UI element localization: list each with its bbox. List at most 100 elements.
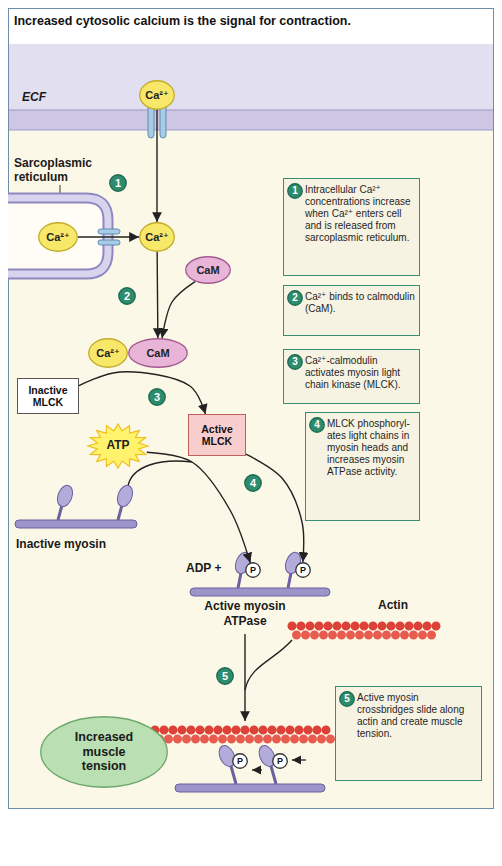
step-box: Intracellular Ca²⁺ concentrations increa… [283, 178, 420, 276]
myosin-neck [238, 573, 241, 588]
cell-membrane [9, 110, 493, 130]
structure-label: Inactive myosin [16, 537, 126, 552]
step-number-text: 3 [287, 354, 303, 370]
phosphate-circle: P [232, 753, 248, 769]
structure-label: Actin [378, 598, 438, 613]
step-number: 2 [287, 290, 303, 306]
calcium-ion-shape [140, 223, 175, 252]
calcium-ion-text: Ca²⁺ [139, 80, 175, 110]
phosphate-circle-text: P [295, 562, 311, 578]
myosin-head [55, 483, 76, 508]
callout-number: 5 [216, 667, 234, 685]
callout-number-text: 3 [148, 388, 166, 406]
phosphate-circle-text: P [245, 562, 261, 578]
structure-label: Active myosin ATPase [195, 599, 295, 629]
step-number-shape [310, 418, 325, 433]
callout-number: 3 [148, 388, 166, 406]
actin-filament [292, 622, 440, 631]
step-number: 4 [309, 417, 325, 433]
step-box: Ca²⁺ binds to calmodulin (CaM).2 [283, 285, 420, 336]
step-number-text: 1 [287, 183, 303, 199]
sarcoplasmic-reticulum-text: Sarcoplasmic reticulum [14, 156, 114, 184]
phosphate-circle: P [295, 562, 311, 578]
step-box-text: MLCK phosphoryl- ates light chains in my… [327, 418, 415, 478]
calcium-ion-text: Ca²⁺ [38, 222, 78, 252]
sarcoplasmic-reticulum: Sarcoplasmic reticulumCa²⁺ [8, 190, 114, 282]
myosin-filament [175, 784, 325, 792]
phosphate-circle: P [272, 753, 288, 769]
calcium-ion: Ca²⁺ [139, 222, 175, 252]
phosphate-circle-shape [273, 754, 288, 769]
atp-starburst-text: ATP [88, 424, 148, 468]
product-label: ADP + [186, 561, 230, 576]
membrane-edge [9, 110, 493, 111]
step-number-shape [288, 184, 303, 199]
step-box-text: Active myosin crossbridges slide along a… [357, 692, 477, 740]
sr-membrane-core [8, 198, 108, 274]
reaction-arrow [244, 634, 245, 721]
reaction-arrow [147, 452, 250, 562]
myosin-neck [118, 505, 122, 520]
calmodulin-text: CaM [185, 256, 231, 284]
actin-filament [297, 631, 441, 640]
inactive-enzyme-box-text: Inactive MLCK [18, 379, 78, 413]
reaction-arrow [162, 282, 195, 339]
myosin-head [115, 483, 136, 508]
myosin-neck [271, 766, 276, 784]
outcome-ellipse: Increased muscle tension [40, 716, 168, 788]
callout-number: 4 [244, 474, 262, 492]
sr-calcium-channel [98, 229, 120, 234]
reaction-arrow [246, 454, 304, 562]
reaction-arrow [156, 252, 158, 338]
active-enzyme-box-text: Active MLCK [189, 415, 245, 455]
sr-calcium-channel [98, 240, 120, 245]
outcome-ellipse-shape [41, 717, 168, 788]
reaction-curve [245, 640, 292, 690]
callout-number: 1 [109, 174, 127, 192]
motion-arrow [292, 759, 306, 760]
calcium-ion-shape [89, 339, 128, 368]
step-number: 1 [287, 183, 303, 199]
reaction-arrow [156, 110, 157, 222]
myosin-neck [288, 573, 291, 588]
motion-arrow [252, 769, 262, 770]
calcium-ion: Ca²⁺ [38, 222, 78, 252]
calmodulin: CaM [128, 338, 188, 368]
outcome-ellipse-text: Increased muscle tension [40, 716, 168, 788]
calmodulin: CaM [185, 256, 231, 284]
step-number-text: 5 [339, 691, 355, 707]
panel-frame [9, 9, 494, 809]
step-number-shape [340, 692, 355, 707]
callout-number-shape [149, 389, 166, 406]
calmodulin-shape [186, 257, 231, 284]
extracellular-fluid [9, 44, 493, 110]
actin-filament [155, 726, 335, 735]
step-box: Ca²⁺-calmodulin activates myosin light c… [283, 349, 420, 404]
cytosol [9, 131, 493, 808]
reaction-curve [128, 461, 192, 486]
callout-number-shape [217, 668, 234, 685]
inactive-enzyme-box: Inactive MLCK [17, 378, 79, 414]
phosphate-circle-shape [296, 563, 311, 578]
calcium-ion-shape [39, 223, 78, 252]
sr-membrane [8, 198, 108, 274]
step-number-text: 2 [287, 290, 303, 306]
myosin-neck [231, 766, 236, 784]
diagram-title: Increased cytosolic calcium is the signa… [14, 14, 484, 29]
calcium-ion-text: Ca²⁺ [139, 222, 175, 252]
phosphate-circle: P [245, 562, 261, 578]
callout-number-text: 4 [244, 474, 262, 492]
calcium-ion: Ca²⁺ [139, 80, 175, 110]
actin-filament [160, 735, 336, 744]
callout-number-text: 2 [118, 287, 136, 305]
step-box: MLCK phosphoryl- ates light chains in my… [305, 412, 420, 521]
active-enzyme-box: Active MLCK [188, 414, 246, 456]
myosin-filament [190, 588, 330, 596]
myosin-neck [58, 505, 62, 520]
callout-number-text: 1 [109, 174, 127, 192]
step-number: 3 [287, 354, 303, 370]
calcium-ion-text: Ca²⁺ [88, 338, 128, 368]
callout-number: 2 [118, 287, 136, 305]
step-box-text: Ca²⁺-calmodulin activates myosin light c… [305, 355, 415, 391]
step-number: 5 [339, 691, 355, 707]
